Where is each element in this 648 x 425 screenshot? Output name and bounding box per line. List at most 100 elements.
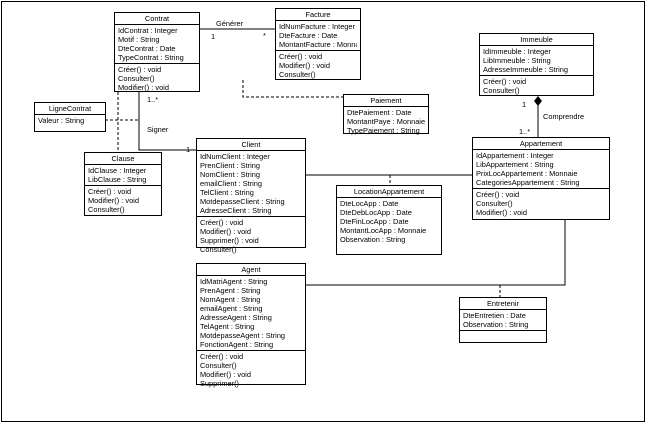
method: Consulter() <box>476 199 513 208</box>
class-agent[interactable]: Agent IdMatriAgent : String PrenAgent : … <box>196 263 306 388</box>
attributes: IdNumFacture : Integer DteFacture : Date… <box>276 21 360 51</box>
method: Modifier() : void <box>200 370 251 379</box>
attribute: IdAppartement : Integer <box>476 151 554 160</box>
method: Supprimer() <box>200 379 240 388</box>
attribute: emailClient : String <box>200 179 263 188</box>
attribute: PrixLocAppartement : Monnaie <box>476 169 578 178</box>
attribute: LibAppartement : String <box>476 160 554 169</box>
class-name: LocationAppartement <box>337 186 441 198</box>
methods: Créer() : void Consulter() Modifier() : … <box>197 351 305 389</box>
class-name: Agent <box>197 264 305 276</box>
method: Consulter() <box>118 74 155 83</box>
methods: Créer() : void Modifier() : void Consult… <box>85 186 161 215</box>
methods: Créer() : void Consulter() Modifier() : … <box>473 189 609 218</box>
method: Modifier() : void <box>476 208 527 217</box>
signer-mult-client: 1 <box>186 145 191 154</box>
attribute: DteEntretien : Date <box>463 311 526 320</box>
method: Consulter() <box>88 205 125 214</box>
attribute: IdNumClient : Integer <box>200 152 270 161</box>
assoc-entretenir <box>305 220 566 286</box>
attribute: DteLocApp : Date <box>340 199 399 208</box>
attribute: TelAgent : String <box>200 322 255 331</box>
class-name: Paiement <box>344 95 428 107</box>
method: Créer() : void <box>200 352 244 361</box>
generer-label: Générer <box>216 19 244 28</box>
attribute: MotdepasseClient : String <box>200 197 285 206</box>
attributes: IdAppartement : Integer LibAppartement :… <box>473 150 609 189</box>
attribute: FonctionAgent : String <box>200 340 274 349</box>
methods: Créer() : void Modifier() : void Consult… <box>276 51 360 80</box>
attributes: IdNumClient : Integer PrenClient : Strin… <box>197 151 305 217</box>
assoc-signer <box>138 92 196 151</box>
attributes: DteLocApp : Date DteDebLocApp : Date Dte… <box>337 198 441 245</box>
method: Créer() : void <box>118 65 162 74</box>
class-name: Contrat <box>115 13 199 25</box>
class-name: Entretenir <box>460 298 546 310</box>
class-paiement[interactable]: Paiement DtePaiement : Date MontantPaye … <box>343 94 429 136</box>
class-name: LigneContrat <box>35 103 105 115</box>
attributes: DtePaiement : Date MontantPaye : Monnaie… <box>344 107 428 136</box>
attribute: MontantLocApp : Monnaie <box>340 226 427 235</box>
attribute: TelClient : String <box>200 188 254 197</box>
method: Créer() : void <box>88 187 132 196</box>
signer-label: Signer <box>147 125 169 134</box>
attribute: AdresseClient : String <box>200 206 272 215</box>
class-name: Client <box>197 139 305 151</box>
class-client[interactable]: Client IdNumClient : Integer PrenClient … <box>196 138 306 254</box>
method: Créer() : void <box>483 77 527 86</box>
class-locationappartement[interactable]: LocationAppartement DteLocApp : Date Dte… <box>336 185 442 255</box>
generer-mult-left: 1 <box>211 32 216 41</box>
method: Modifier() : void <box>88 196 139 205</box>
class-name: Appartement <box>473 138 609 150</box>
method: Modifier() : void <box>118 83 169 92</box>
attribute: IdImmeuble : Integer <box>483 47 551 56</box>
attributes: Valeur : String <box>35 115 105 126</box>
attribute: PrenAgent : String <box>200 286 261 295</box>
method: Consulter() <box>483 86 520 95</box>
comprendre-label: Comprendre <box>543 112 585 121</box>
signer-mult-top: 1..* <box>147 95 159 104</box>
method: Consulter() <box>200 245 237 254</box>
attribute: AdresseAgent : String <box>200 313 272 322</box>
attribute: CategoriesAppartement : String <box>476 178 580 187</box>
class-contrat[interactable]: Contrat IdContrat : Integer Motif : Stri… <box>114 12 200 92</box>
attributes: IdMatriAgent : String PrenAgent : String… <box>197 276 305 351</box>
class-name: Facture <box>276 9 360 21</box>
comprendre-mult-top: 1 <box>522 100 527 109</box>
class-clause[interactable]: Clause IdClause : Integer LibClause : St… <box>84 152 162 216</box>
method: Supprimer() : void <box>200 236 259 245</box>
attribute: AdresseImmeuble : String <box>483 65 569 74</box>
attribute: Observation : String <box>463 320 529 329</box>
attributes: IdImmeuble : Integer LibImmeuble : Strin… <box>480 46 593 76</box>
attribute: IdNumFacture : Integer <box>279 22 355 31</box>
attribute: TypePaiement : String <box>347 126 420 135</box>
attributes: DteEntretien : Date Observation : String <box>460 310 546 331</box>
method: Consulter() <box>279 70 316 79</box>
method: Créer() : void <box>476 190 520 199</box>
class-facture[interactable]: Facture IdNumFacture : Integer DteFactur… <box>275 8 361 80</box>
methods: Créer() : void Consulter() Modifier() : … <box>115 64 199 93</box>
composition-diamond <box>534 96 542 106</box>
attribute: DteFinLocApp : Date <box>340 217 409 226</box>
attribute: LibImmeuble : String <box>483 56 551 65</box>
attribute: IdContrat : Integer <box>118 26 178 35</box>
class-name: Immeuble <box>480 34 593 46</box>
attribute: Motif : String <box>118 35 160 44</box>
method: Créer() : void <box>200 218 244 227</box>
comprendre-mult-bottom: 1..* <box>519 127 531 136</box>
attribute: IdClause : Integer <box>88 166 147 175</box>
attribute: Observation : String <box>340 235 406 244</box>
methods: Créer() : void Consulter() <box>480 76 593 96</box>
methods <box>460 331 546 345</box>
attribute: DteContrat : Date <box>118 44 176 53</box>
attribute: NomClient : String <box>200 170 260 179</box>
class-immeuble[interactable]: Immeuble IdImmeuble : Integer LibImmeubl… <box>479 33 594 96</box>
class-lignecontrat[interactable]: LigneContrat Valeur : String <box>34 102 106 132</box>
class-entretenir[interactable]: Entretenir DteEntretien : Date Observati… <box>459 297 547 343</box>
class-appartement[interactable]: Appartement IdAppartement : Integer LibA… <box>472 137 610 220</box>
method: Modifier() : void <box>200 227 251 236</box>
method: Modifier() : void <box>279 61 330 70</box>
attribute: Valeur : String <box>38 116 85 125</box>
attribute: LibClause : String <box>88 175 147 184</box>
